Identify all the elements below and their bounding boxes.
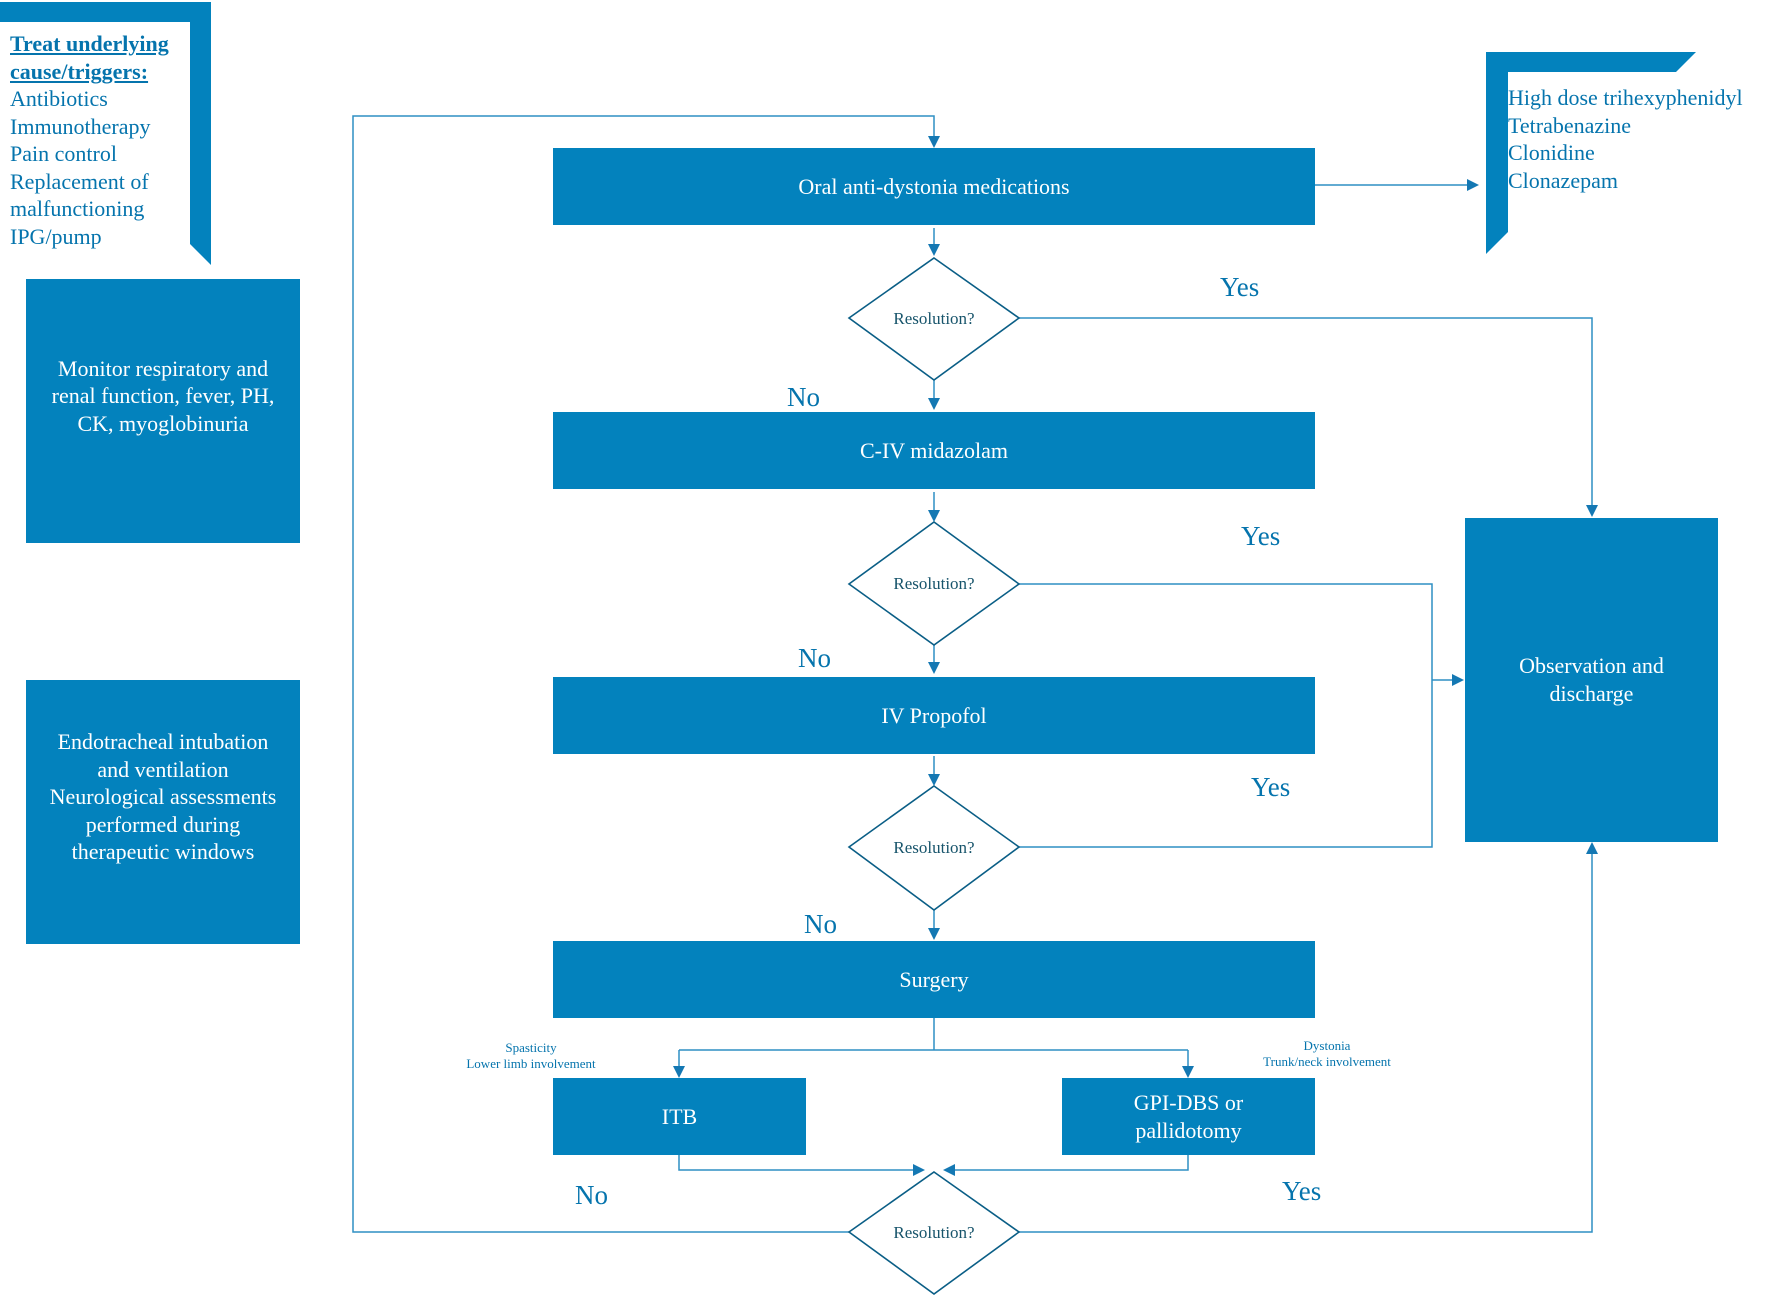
decision-diamond-1	[847, 257, 1021, 381]
callout-left-item: Replacement of	[10, 168, 149, 194]
callout-right-bracket	[1486, 52, 1696, 254]
decision-label-4: Resolution?	[893, 1223, 975, 1242]
intubation-box: Endotracheal intubation and ventilation …	[26, 680, 300, 944]
step-midazolam: C-IV midazolam	[553, 412, 1315, 489]
itb-indication-note: Spasticity Lower limb involvement	[466, 1040, 596, 1071]
callout-left-item: Immunotherapy	[10, 113, 151, 139]
step-gpi-dbs: GPI-DBS or pallidotomy	[1062, 1078, 1315, 1155]
callout-right-item: Tetrabenazine	[1508, 112, 1632, 138]
branch-yes-3: Yes	[1251, 772, 1291, 802]
step-oral-medications: Oral anti-dystonia medications	[553, 148, 1315, 225]
decision-label-3: Resolution?	[893, 838, 975, 857]
decision-label-2: Resolution?	[893, 574, 975, 593]
branch-yes-4: Yes	[1282, 1176, 1322, 1206]
step-oral-medications-label: Oral anti-dystonia medications	[798, 173, 1070, 199]
step-propofol: IV Propofol	[553, 677, 1315, 754]
observation-discharge-box: Observation and discharge	[1465, 518, 1718, 842]
callout-left-item: IPG/pump	[10, 223, 102, 249]
callout-right-item: Clonazepam	[1508, 167, 1618, 193]
callout-left: Treat underlying cause/triggers: Antibio…	[10, 30, 190, 250]
monitor-box: Monitor respiratory and renal function, …	[26, 279, 300, 543]
callout-left-item: Antibiotics	[10, 86, 108, 111]
step-itb-label: ITB	[661, 1103, 698, 1129]
step-midazolam-label: C-IV midazolam	[859, 437, 1009, 463]
step-surgery: Surgery	[553, 941, 1315, 1018]
callout-left-item: Pain control	[10, 141, 117, 166]
decision-label-1: Resolution?	[893, 309, 975, 328]
observation-discharge-label: Observation and discharge	[1519, 653, 1664, 706]
callout-left-item: malfunctioning	[10, 196, 145, 221]
branch-no-4: No	[575, 1180, 608, 1210]
decision-diamond-3	[847, 785, 1021, 911]
step-itb: ITB	[553, 1078, 806, 1155]
decision-diamond-4	[847, 1171, 1021, 1295]
branch-yes-2: Yes	[1241, 521, 1281, 551]
step-propofol-label: IV Propofol	[881, 702, 987, 728]
dbs-indication-note: Dystonia Trunk/neck involvement	[1263, 1038, 1391, 1069]
step-surgery-label: Surgery	[899, 966, 969, 992]
branch-no-1: No	[787, 382, 820, 412]
branch-no-2: No	[798, 643, 831, 673]
branch-no-3: No	[804, 909, 837, 939]
monitor-box-label: Monitor respiratory and renal function, …	[51, 355, 275, 436]
branch-yes-1: Yes	[1220, 272, 1260, 302]
callout-right: High dose trihexyphenidyl Tetrabenazine …	[1508, 84, 1770, 194]
callout-right-item: Clonidine	[1508, 140, 1595, 165]
decision-diamond-2	[847, 521, 1021, 646]
step-gpi-dbs-label: GPI-DBS or pallidotomy	[1133, 1089, 1244, 1143]
callout-right-item: High dose trihexyphenidyl	[1508, 85, 1743, 110]
callout-left-header-1: Treat underlying	[10, 31, 169, 56]
intubation-box-label: Endotracheal intubation and ventilation …	[49, 729, 277, 865]
callout-left-header-2: cause/triggers:	[10, 58, 149, 84]
